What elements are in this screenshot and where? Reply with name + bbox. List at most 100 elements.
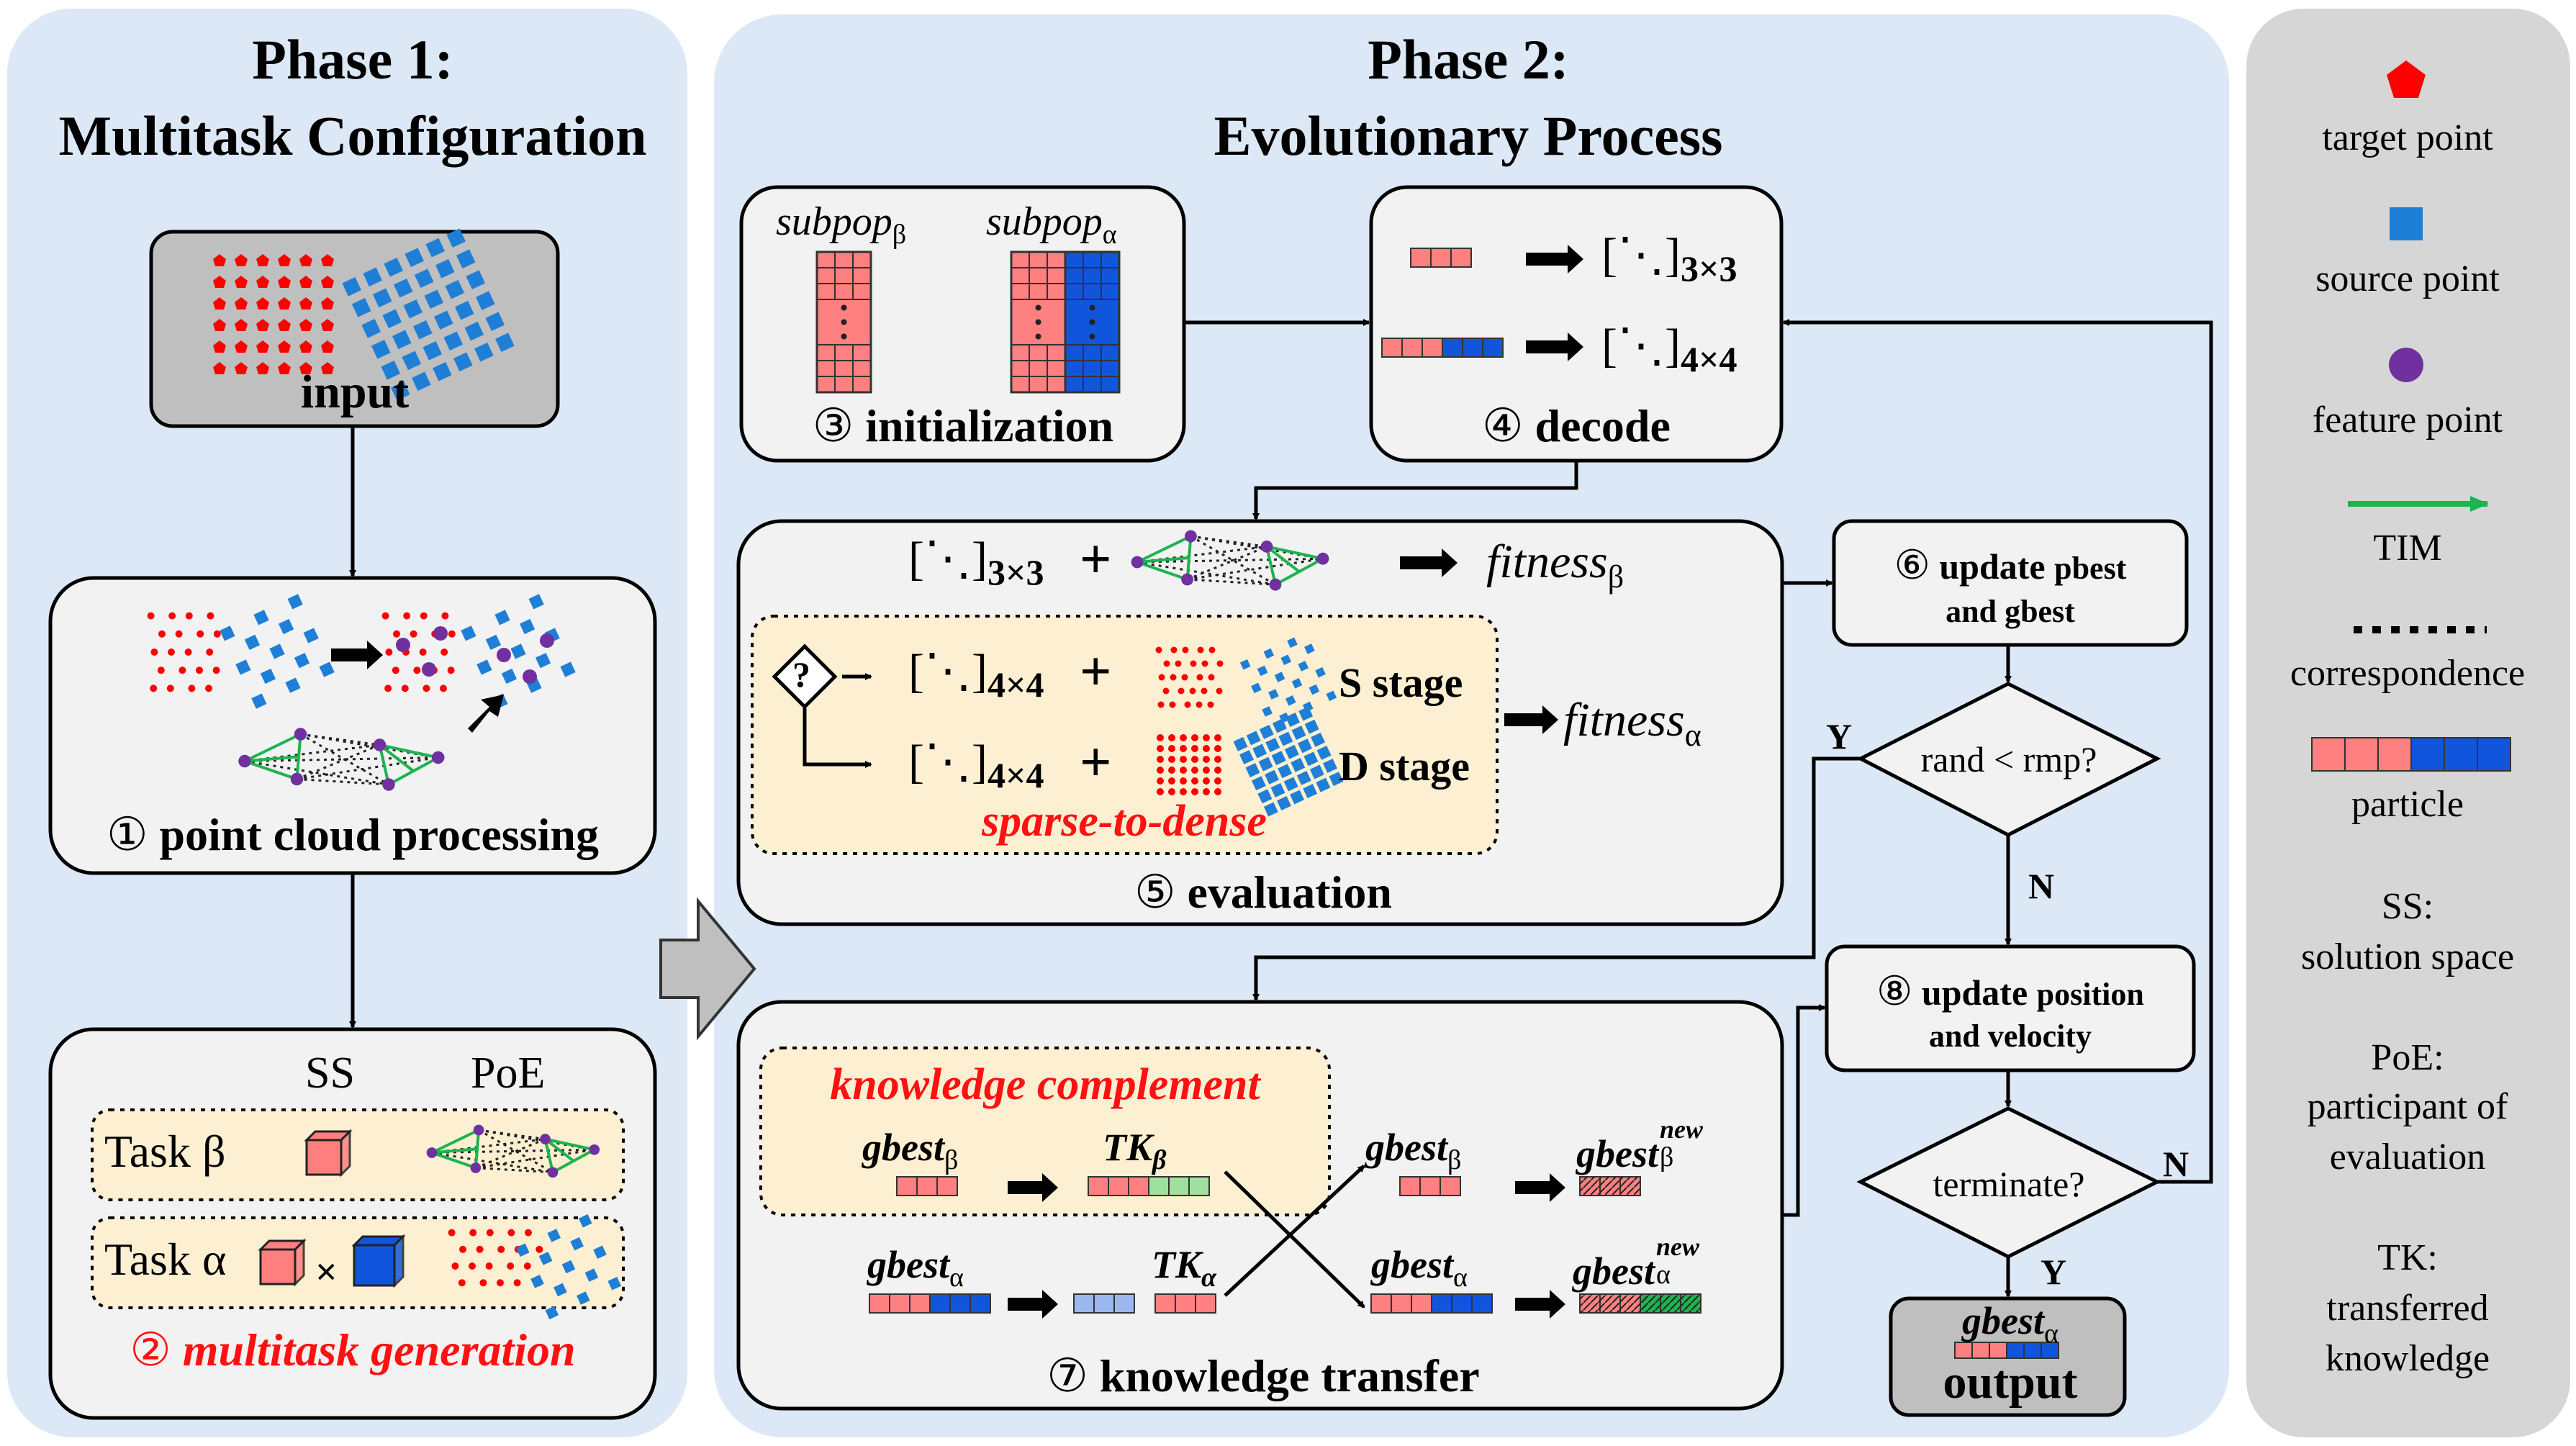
task-alpha-cube-red: [258, 1238, 307, 1287]
kt-particle-gbest-alpha: [869, 1293, 991, 1314]
red-point: [441, 612, 449, 620]
particle-hatch: [1620, 1294, 1640, 1313]
particle-cell: [1093, 1293, 1115, 1314]
red-point: [1196, 674, 1203, 681]
red-point: [525, 1229, 532, 1237]
red-point: [1155, 646, 1162, 654]
blue-point: [1259, 724, 1274, 739]
blue-point: [1291, 726, 1306, 741]
rand-yes-arrow: [1252, 756, 1861, 1001]
target-point: [256, 340, 269, 353]
red-point: [1162, 687, 1170, 695]
input-box[interactable]: [149, 230, 560, 428]
correspondence-line: [1136, 561, 1276, 586]
blue-point: [495, 333, 515, 352]
particle-cell: [1391, 1293, 1412, 1314]
particle-cell: [1088, 1176, 1109, 1196]
particle-cell: [2444, 737, 2478, 772]
red-point: [485, 1262, 493, 1270]
red-point: [1157, 701, 1165, 708]
kt-arrow-1: [1008, 1173, 1058, 1202]
particle-cell: [2006, 1342, 2025, 1359]
blue-point: [1239, 749, 1254, 764]
target-point-icon: [2387, 60, 2426, 98]
blue-point: [287, 594, 303, 610]
blue-point: [1285, 695, 1296, 706]
blue-point: [494, 610, 510, 625]
transfer-cross-2: [1224, 1165, 1365, 1297]
red-point: [1175, 660, 1182, 667]
blue-point: [576, 1291, 590, 1305]
particle-cell: [1381, 338, 1403, 358]
blue-point: [535, 652, 551, 669]
blue-point: [372, 288, 392, 308]
kt-particle-gbest-beta: [896, 1176, 958, 1196]
task-alpha-source: [515, 1214, 622, 1320]
update-pbest-gbest-box[interactable]: [1832, 519, 2189, 647]
red-point: [476, 1245, 484, 1253]
blue-point: [1309, 684, 1320, 695]
red-point: [196, 630, 204, 638]
tim-edge: [379, 744, 439, 759]
target-point: [256, 254, 269, 266]
s-stage-target: [1155, 646, 1224, 708]
blue-point: [538, 1252, 553, 1265]
tim-edge: [431, 1151, 476, 1170]
red-point: [392, 666, 399, 674]
blue-point: [1263, 648, 1275, 659]
blue-point: [1297, 738, 1312, 754]
particle-cell: [1431, 1293, 1452, 1314]
blue-point: [244, 634, 261, 651]
cube-front: [305, 1139, 343, 1176]
blue-point: [1251, 682, 1262, 694]
cube-front: [353, 1244, 396, 1287]
red-point: [1191, 734, 1198, 741]
eval-arrow-beta: [1400, 548, 1458, 577]
red-point: [448, 630, 456, 638]
red-point: [1214, 756, 1221, 763]
blue-point: [560, 661, 576, 677]
feature-point-icon: [2389, 348, 2423, 382]
feature-point: [433, 626, 448, 641]
blue-point: [1252, 744, 1267, 759]
cube-side: [393, 1234, 405, 1288]
correspondence-line: [475, 1138, 546, 1169]
tim-edge: [244, 733, 302, 763]
blue-point: [1278, 731, 1293, 746]
blue-point: [593, 1245, 607, 1260]
update-position-velocity-box[interactable]: [1825, 944, 2196, 1072]
red-point: [1207, 701, 1214, 708]
red-point: [381, 612, 389, 620]
ellipsis-dot: [1035, 319, 1041, 325]
blue-point: [474, 342, 494, 362]
red-point: [440, 684, 447, 692]
particle-cell: [1154, 1293, 1176, 1314]
correspondence-line: [1190, 535, 1324, 560]
tim-edge: [244, 755, 299, 763]
red-point: [1191, 756, 1198, 763]
correspondence-line: [431, 1138, 546, 1154]
target-point: [235, 362, 248, 374]
blue-point: [1303, 784, 1318, 799]
decode-box[interactable]: [1369, 185, 1784, 463]
red-point: [168, 649, 175, 656]
blue-point: [1311, 732, 1326, 747]
point-cloud-processing-box[interactable]: [48, 576, 657, 875]
red-point: [1201, 687, 1208, 695]
correspondence-line: [300, 733, 380, 746]
red-point: [1191, 788, 1198, 795]
blue-point: [578, 1214, 592, 1228]
target-point: [321, 319, 334, 331]
transfer-cross-1: [1224, 1170, 1365, 1309]
particle-cell: [2477, 737, 2511, 772]
blue-point: [1265, 738, 1280, 753]
red-point: [175, 630, 183, 638]
particle-cell: [970, 1293, 991, 1314]
target-point: [278, 362, 291, 374]
red-point: [1168, 745, 1175, 752]
red-point: [1216, 660, 1224, 667]
particle-cell: [1175, 1293, 1196, 1314]
particle-cell: [1442, 338, 1463, 358]
knowledge-complement-region: [759, 1047, 1331, 1216]
